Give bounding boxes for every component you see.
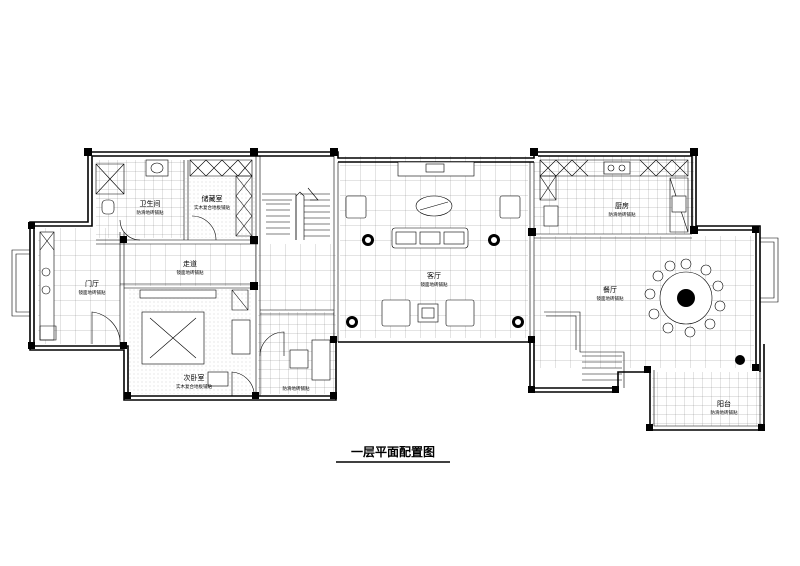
room-floor-dining: 镜面地砖铺贴 [597, 295, 624, 302]
bathroom-fixtures [95, 159, 169, 241]
structural-columns [28, 148, 765, 431]
room-floor-bathroom: 防滑地砖铺贴 [137, 209, 164, 216]
armchair-icon [499, 195, 521, 219]
staircase [262, 187, 622, 381]
window-bays [11, 237, 779, 317]
room-label-corridor: 走道 [183, 259, 197, 268]
room-floor-storage: 实木复合地板铺贴 [194, 204, 230, 211]
walls [29, 151, 761, 401]
room-floor-hall: 镜面地砖铺贴 [79, 289, 106, 296]
room-label-bedroom: 次卧室 [184, 373, 205, 382]
room-labels: 卫生间 防滑地砖铺贴 储藏室 实木复合地板铺贴 门厅 镜面地砖铺贴 走道 镜面地… [79, 194, 738, 416]
room-floor-balcony: 防滑地砖铺贴 [711, 409, 738, 416]
small-room-furniture [259, 331, 331, 381]
armchair-icon [345, 195, 367, 219]
dining-table [644, 258, 745, 365]
hall-fixtures [39, 231, 121, 344]
drawing-title: 一层平面配置图 [351, 444, 435, 459]
room-label-balcony: 阳台 [717, 399, 731, 408]
kitchen-fixtures [539, 159, 689, 233]
room-floor-corridor: 镜面地砖铺贴 [177, 269, 204, 276]
room-floor-kitchen: 防滑地砖铺贴 [609, 211, 636, 218]
room-label-kitchen: 厨房 [615, 201, 629, 210]
room-label-bathroom: 卫生间 [140, 199, 161, 208]
room-label-living: 客厅 [427, 271, 441, 280]
room-label-storage: 储藏室 [202, 194, 223, 203]
storage-cabinets [189, 159, 253, 241]
sink-icon [150, 162, 164, 174]
bedroom-furniture [139, 289, 255, 396]
room-label-hall: 门厅 [85, 279, 99, 288]
balcony [649, 344, 765, 431]
toilet-icon [101, 199, 115, 215]
room-floor-small-room: 防滑地砖铺贴 [283, 385, 310, 392]
plant-icon [346, 234, 524, 328]
room-floor-living: 镜面地砖铺贴 [421, 281, 448, 288]
room-floor-bedroom: 实木复合地板铺贴 [176, 383, 212, 390]
living-room-furniture [345, 161, 524, 328]
room-label-dining: 餐厅 [603, 285, 617, 294]
